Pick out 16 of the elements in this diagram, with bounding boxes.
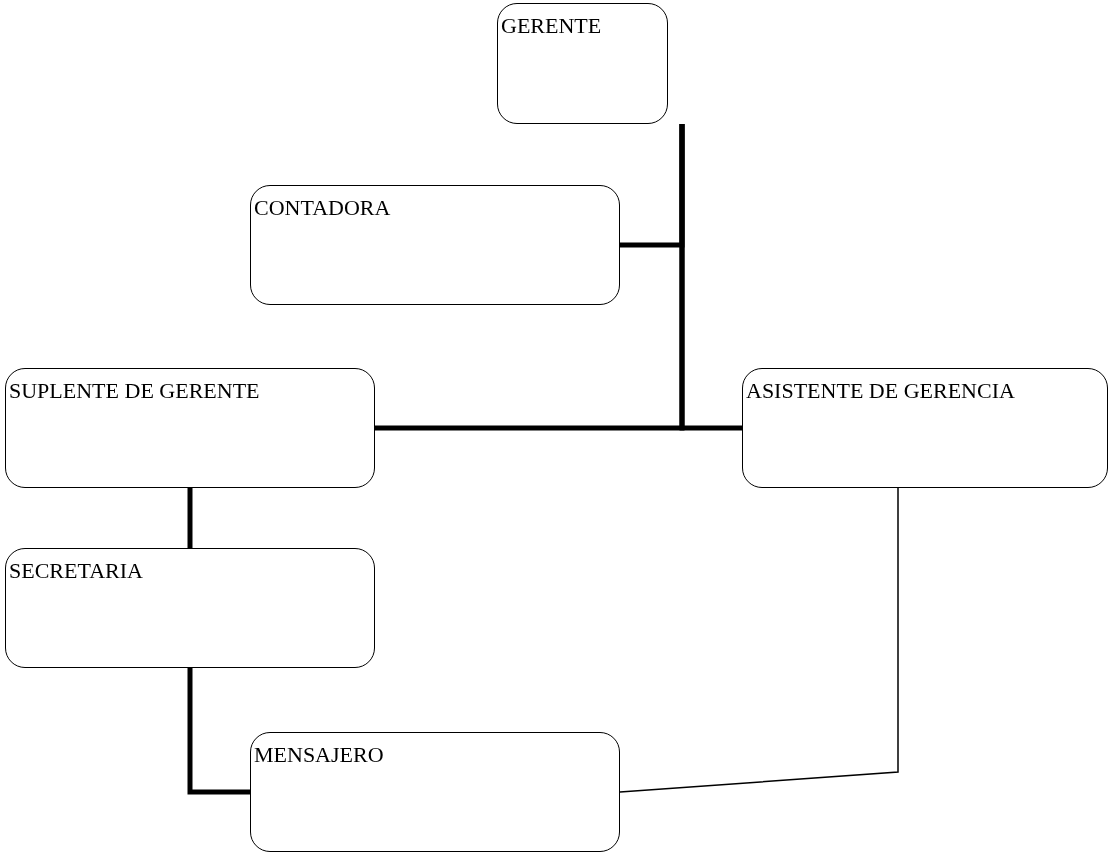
position-box [5, 368, 375, 488]
position-title: ASISTENTE DE GERENCIA [746, 377, 1016, 405]
position-box [250, 732, 620, 852]
position-title: MENSAJERO [254, 741, 385, 769]
position-title: CONTADORA [254, 194, 392, 222]
position-box [250, 185, 620, 305]
position-box [5, 548, 375, 668]
position-box [497, 3, 668, 124]
position-box [742, 368, 1108, 488]
connector-line [187, 488, 193, 548]
connector-line [679, 124, 742, 431]
connector-line [619, 487, 899, 793]
position-title: SECRETARIA [9, 557, 144, 585]
position-title: SUPLENTE DE GERENTE [9, 377, 261, 405]
position-title: GERENTE [501, 12, 603, 40]
connector-line [187, 668, 250, 795]
